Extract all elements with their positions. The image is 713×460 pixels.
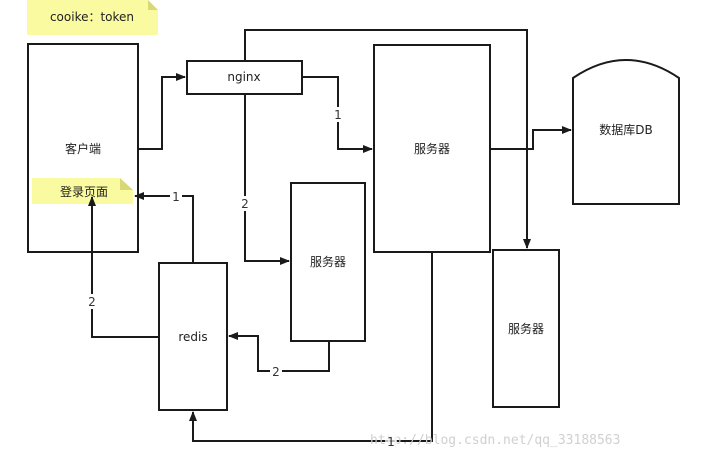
edge-label-nginx-server: 1: [334, 108, 342, 122]
edge-label-server-redis: 1: [387, 435, 395, 449]
server-mid-to-redis-arrow: [228, 332, 330, 372]
redis-box: redis: [158, 262, 228, 411]
database-label: 数据库DB: [599, 122, 652, 137]
login-note: 登录页面: [32, 178, 133, 204]
server-to-db-arrow: [490, 126, 572, 150]
redis-to-client-arrow: [88, 196, 159, 338]
cookie-note: cooike：token: [27, 0, 158, 35]
nginx-label: nginx: [227, 70, 260, 84]
redis-label: redis: [178, 330, 207, 344]
nginx-to-server-mid-arrow: [244, 94, 290, 265]
edge-label-server-mid-redis: 2: [272, 365, 280, 379]
nginx-box: nginx: [186, 60, 303, 95]
client-box: 客户端: [27, 43, 139, 253]
server-main-box: 服务器: [373, 44, 491, 253]
server-right-box: 服务器: [492, 249, 560, 408]
server-right-label: 服务器: [508, 321, 544, 336]
server-to-redis-arrow: [189, 252, 433, 442]
cookie-note-text: cooike：token: [50, 10, 134, 24]
server-mid-label: 服务器: [310, 254, 346, 269]
redis-to-login-arrow: [134, 192, 194, 263]
nginx-to-server-right-arrow: [244, 29, 531, 249]
watermark-text: http://blog.csdn.net/qq_33188563: [370, 433, 620, 448]
edge-label-nginx-server-mid: 2: [241, 197, 249, 211]
server-main-label: 服务器: [414, 141, 450, 156]
client-label: 客户端: [65, 141, 101, 156]
edge-label-redis-login: 1: [172, 190, 180, 204]
login-note-text: 登录页面: [60, 184, 108, 199]
server-mid-box: 服务器: [290, 182, 366, 342]
client-to-nginx-arrow: [138, 73, 186, 150]
edge-label-redis-client: 2: [88, 295, 96, 309]
database-shape: 数据库DB: [572, 59, 680, 205]
